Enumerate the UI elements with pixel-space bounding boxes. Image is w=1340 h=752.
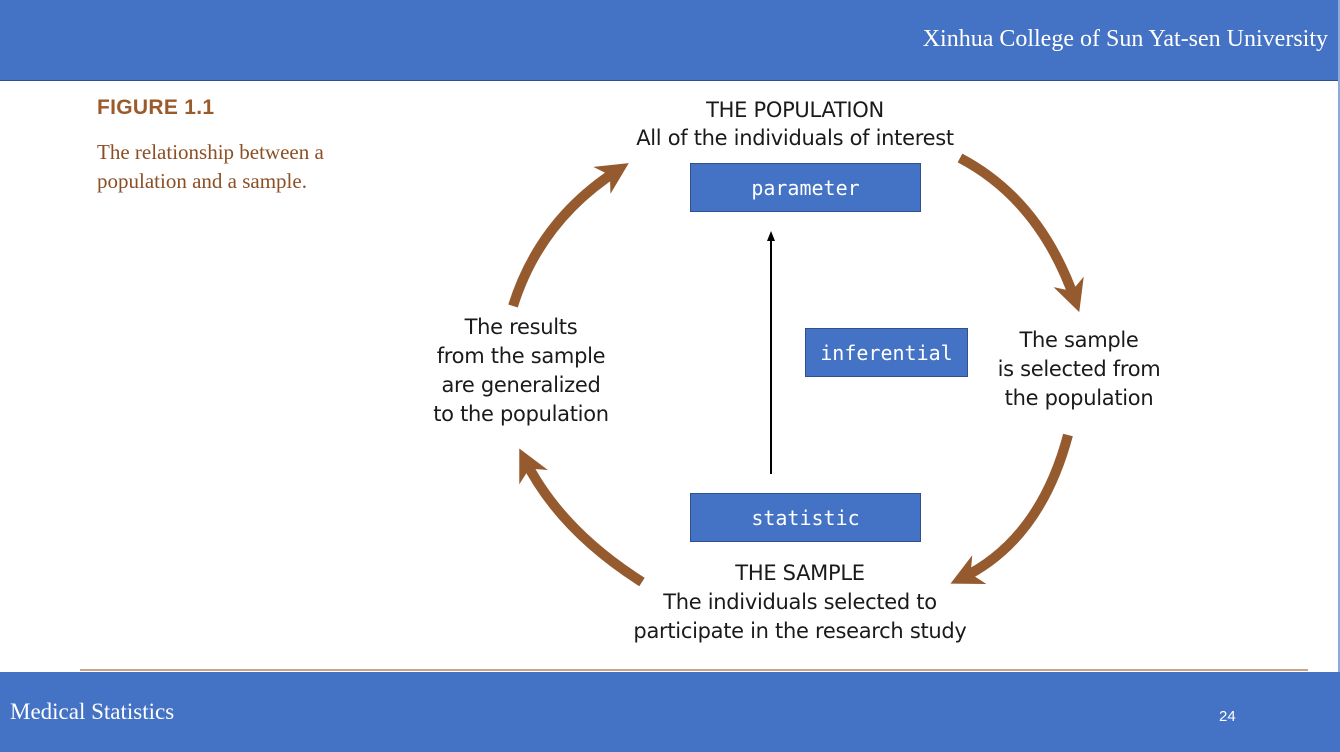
generalize-line: from the sample [436,344,606,368]
footer-separator [80,669,1308,671]
sample-heading: THE SAMPLE [735,561,865,585]
population-heading: THE POPULATION [706,98,884,122]
selection-text: The sample is selected from the populati… [975,326,1183,413]
selection-line: The sample [1019,328,1139,352]
slide-footer: Medical Statistics 24 [0,672,1340,752]
figure-caption: The relationship between a population an… [97,140,324,193]
generalize-line: are generalized [441,373,601,397]
figure-label: FIGURE 1.1 [97,96,215,119]
course-title: Medical Statistics [10,699,175,724]
arrow-population-to-sample-top [957,153,1084,313]
arrow-sample-to-population-top [508,163,629,308]
selection-line: the population [1004,386,1154,410]
population-description: All of the individuals of interest [636,126,954,150]
institution-title: Xinhua College of Sun Yat-sen University [922,26,1328,52]
arrow-population-to-sample-bottom [950,433,1073,584]
statistic-label: statistic [751,505,860,530]
selection-line: is selected from [997,357,1161,381]
arrow-sample-to-population-bottom [519,448,645,587]
generalize-line: The results [464,315,578,339]
slide-header: Xinhua College of Sun Yat-sen University [0,0,1340,81]
inferential-label: inferential [820,340,953,365]
generalize-text: The results from the sample are generali… [405,313,637,429]
parameter-box: parameter [690,163,921,212]
parameter-label: parameter [751,175,860,200]
inferential-box: inferential [805,328,968,377]
statistic-box: statistic [690,493,921,542]
slide-right-edge [1338,0,1340,752]
page-number: 24 [1219,708,1236,725]
sample-description-2: participate in the research study [633,619,967,643]
generalize-line: to the population [433,402,609,426]
sample-description-1: The individuals selected to [663,590,937,614]
